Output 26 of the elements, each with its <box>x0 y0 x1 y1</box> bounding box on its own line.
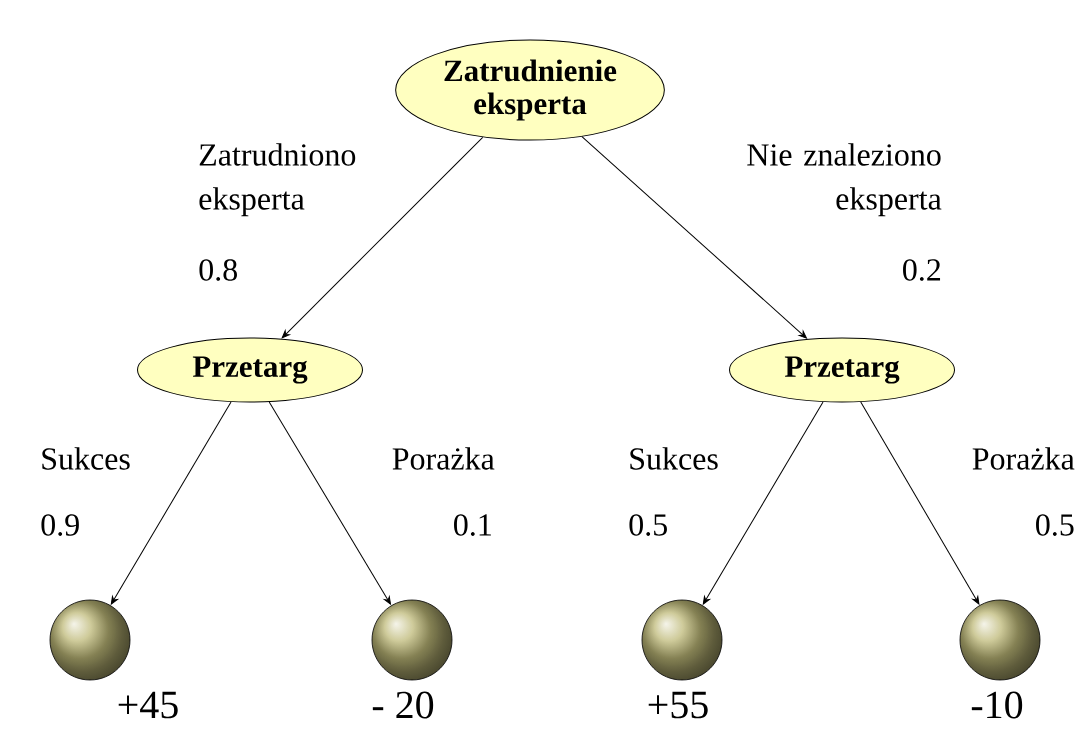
arrow <box>581 136 807 339</box>
outcome-value: - 20 <box>372 691 434 719</box>
outcome-value: +45 <box>118 691 178 719</box>
probability-label: 0.1 <box>454 514 491 536</box>
arrow <box>860 401 980 605</box>
edge-label: Porażka <box>392 447 495 470</box>
outcome-value: +55 <box>648 691 708 719</box>
probability-label: 0.2 <box>903 259 941 281</box>
outcome-circle <box>371 599 453 681</box>
probability-label: 0.5 <box>1036 514 1074 536</box>
probability-label: 0.5 <box>629 514 667 536</box>
outcome-circle <box>959 599 1041 681</box>
arrow <box>268 401 392 605</box>
outcome-value: -10 <box>971 691 1023 719</box>
edge-label: Sukces <box>630 447 718 470</box>
arrow <box>281 136 484 339</box>
probability-label: 0.8 <box>199 259 237 281</box>
arrow <box>110 401 232 605</box>
outcome-circle <box>49 599 131 681</box>
arrow <box>702 401 824 605</box>
outcome-circle <box>641 599 723 681</box>
edge-label: Porażka <box>972 447 1075 470</box>
edge-label: Zatrudniono eksperta <box>199 143 356 217</box>
edge-label: Nie znaleziono eksperta <box>747 143 942 217</box>
probability-label: 0.9 <box>41 514 79 536</box>
edge-label: Sukces <box>42 447 130 470</box>
